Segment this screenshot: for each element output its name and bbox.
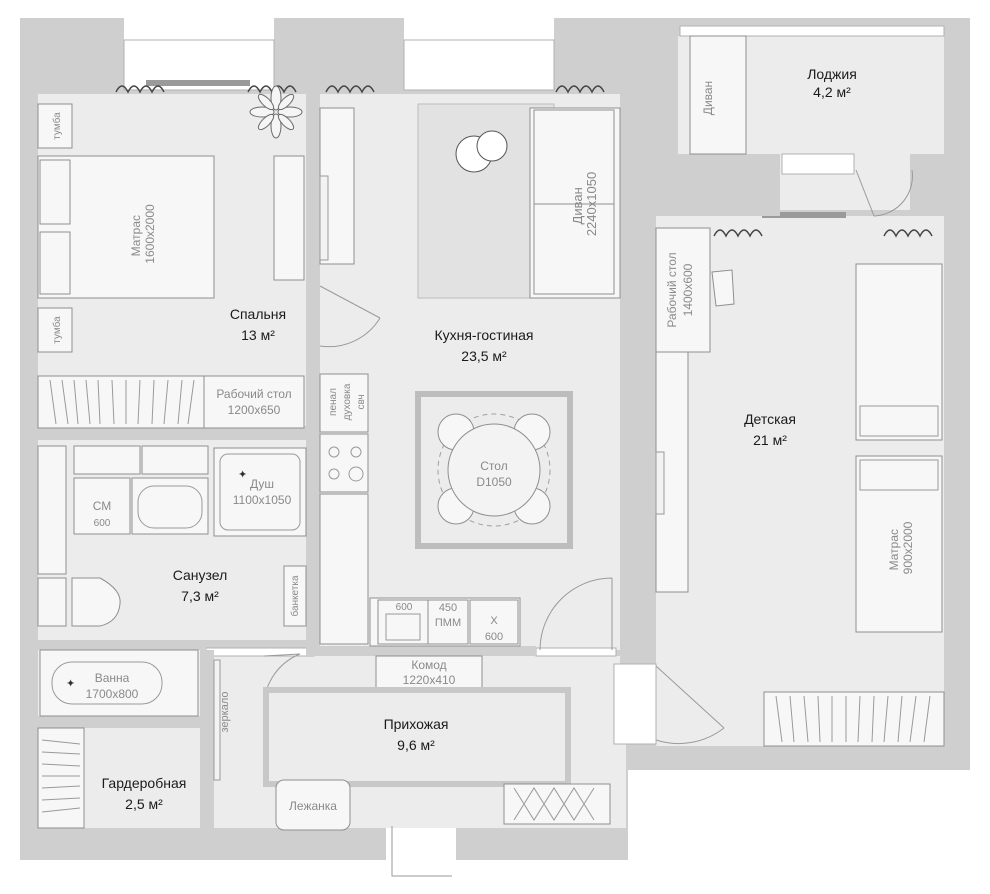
bath-area: 7,3 м² xyxy=(181,588,219,604)
wardrobe-area: 2,5 м² xyxy=(125,796,163,812)
fridge: Х 600 xyxy=(469,599,519,645)
shower-drain-icon: ✦ xyxy=(238,469,247,481)
loggia-area: 4,2 м² xyxy=(813,84,851,100)
mattress-double-name: Матрас xyxy=(129,215,143,256)
dining-rug xyxy=(415,391,573,549)
bathtub: Ванна 1700x800 ✦ xyxy=(39,649,199,717)
interior-walls xyxy=(20,78,944,828)
dresser-size: 1220x410 xyxy=(403,673,456,687)
kids-tv-icon xyxy=(655,451,665,515)
bathtub-drain-icon: ✦ xyxy=(66,678,75,690)
hall-area: 9,6 м² xyxy=(397,737,435,753)
penal: пенал духовка свч xyxy=(319,373,369,433)
double-bed: Матрас 1600x2000 xyxy=(37,155,215,299)
kids-desk: Рабочий стол 1400x600 xyxy=(655,227,711,353)
bath-sink xyxy=(131,477,209,535)
loggia-name: Лоджия xyxy=(807,66,857,82)
penal-l2: духовка xyxy=(342,383,353,420)
curtains xyxy=(115,85,933,238)
sofa-living-size: 2240x1050 xyxy=(584,172,599,236)
dog-bed-label: Лежанка xyxy=(289,799,337,813)
desk-bedroom-name: Рабочий стол xyxy=(216,387,291,401)
bathtub-size: 1700x800 xyxy=(86,687,139,701)
dresser-name: Комод xyxy=(411,658,446,672)
dog-bed: Лежанка xyxy=(275,779,351,831)
hall-rug xyxy=(263,687,571,787)
penal-l1: пенал xyxy=(328,388,339,416)
hall-name: Прихожая xyxy=(384,716,449,732)
kids-bed-bottom: Матрас 900x2000 xyxy=(855,455,943,633)
mirror-label: зеркало xyxy=(219,692,231,733)
bedroom-area: 13 м² xyxy=(241,327,275,343)
dresser: Комод 1220x410 xyxy=(375,655,483,691)
sofa-living: Диван 2240x1050 xyxy=(529,107,621,299)
kids-area: 21 м² xyxy=(753,432,787,448)
bench: банкетка xyxy=(283,565,307,627)
shower-size: 1100x1050 xyxy=(233,493,292,507)
desk-kids-size: 1400x600 xyxy=(681,263,695,316)
dishwasher-name: ПММ xyxy=(435,617,461,629)
desk-bedroom-size: 1200x650 xyxy=(228,403,281,417)
bedroom-wardrobe xyxy=(37,375,205,429)
lamp-icon xyxy=(455,130,508,173)
bath-cabinets xyxy=(73,445,209,475)
kids-name: Детская xyxy=(744,411,796,427)
room-labels: Лоджия 4,2 м² Спальня 13 м² Кухня-гостин… xyxy=(102,66,857,812)
bathtub-name: Ванна xyxy=(95,671,130,685)
tumba-top: тумба xyxy=(37,103,73,149)
living-name: Кухня-гостиная xyxy=(434,327,533,343)
kids-chair xyxy=(711,269,735,307)
mattress-single-size: 900x2000 xyxy=(901,521,915,574)
kids-bed-top xyxy=(855,263,943,441)
washer-name: СМ xyxy=(93,499,112,513)
tumba-bottom: тумба xyxy=(37,307,73,353)
mattress-double-size: 1600x2000 xyxy=(143,204,157,264)
mattress-single-name: Матрас xyxy=(887,529,901,570)
wardrobe-name: Гардеробная xyxy=(102,775,187,791)
dishwasher-size: 450 xyxy=(439,602,457,614)
bedroom-shelf xyxy=(273,155,305,281)
washer-size: 600 xyxy=(94,518,111,529)
fridge-name: Х xyxy=(490,615,498,627)
living-area: 23,5 м² xyxy=(461,348,507,364)
kids-wardrobe xyxy=(763,691,945,747)
shower: Душ 1100x1050 ✦ xyxy=(213,447,307,537)
bench-label: банкетка xyxy=(289,575,301,616)
plant-icon xyxy=(249,85,303,139)
kitchen-counter xyxy=(319,493,369,645)
dishwasher: 450 ПММ xyxy=(427,599,469,645)
fridge-size: 600 xyxy=(485,631,503,643)
desk-kids-name: Рабочий стол xyxy=(665,252,679,327)
toilet xyxy=(37,577,121,627)
sofa-loggia-label: Диван xyxy=(701,81,715,115)
tumba-bottom-label: тумба xyxy=(51,316,63,344)
bath-shelf xyxy=(37,445,67,575)
table-size: D1050 xyxy=(476,475,512,489)
svg-text:Диван 2240x1050: Диван 2240x1050 xyxy=(570,172,599,236)
bath-name: Санузел xyxy=(173,567,228,583)
windows xyxy=(123,25,945,657)
penal-l3: свч xyxy=(356,394,367,409)
tv-icon xyxy=(319,175,329,261)
bedroom-desk: Рабочий стол 1200x650 xyxy=(203,375,305,429)
doors xyxy=(263,169,913,877)
sink-kitchen-size: 600 xyxy=(396,602,413,613)
shower-name: Душ xyxy=(250,477,274,491)
svg-text:Матрас 900x2000: Матрас 900x2000 xyxy=(887,521,915,574)
bedroom-name: Спальня xyxy=(230,306,286,322)
mirror: зеркало xyxy=(213,659,231,781)
svg-text:Матрас 1600x2000: Матрас 1600x2000 xyxy=(129,204,157,264)
loggia-sofa: Диван xyxy=(689,35,747,155)
tumba-top-label: тумба xyxy=(51,112,63,140)
table-name: Стол xyxy=(480,459,507,473)
kitchen-sink: 600 xyxy=(377,599,429,645)
wardrobe-rack xyxy=(37,727,85,829)
sofa-living-name: Диван xyxy=(570,187,585,224)
washing-machine: СМ 600 xyxy=(73,477,131,535)
shoe-bench xyxy=(503,783,611,825)
stove xyxy=(319,433,369,493)
dining-table: Стол D1050 xyxy=(437,413,551,527)
